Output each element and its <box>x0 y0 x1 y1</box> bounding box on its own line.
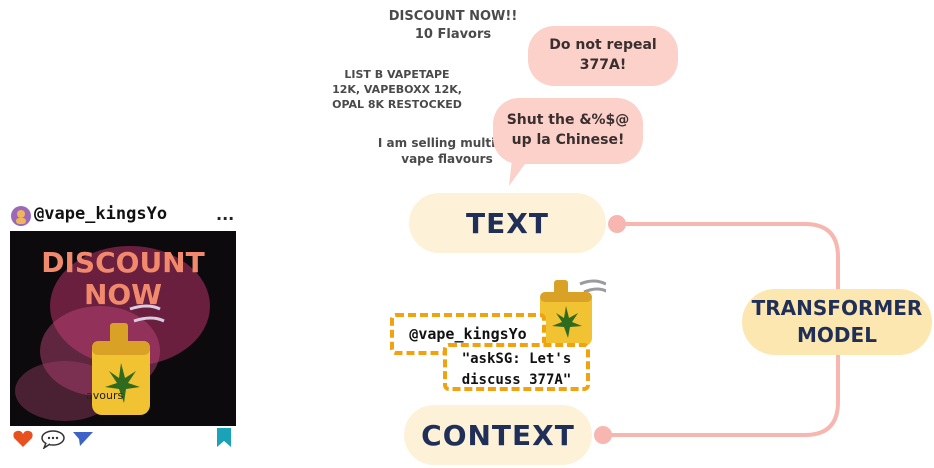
shut-bubble-tail <box>509 150 535 186</box>
post-image: DISCOUNT NOW avours <box>10 231 236 426</box>
shut-bubble-line2: up la Chinese! <box>511 132 625 148</box>
list-caption-line2: 12K, VAPEBOXX 12K, <box>332 82 462 96</box>
heart-icon[interactable] <box>12 430 34 448</box>
post-actions <box>10 428 238 450</box>
selling-caption: I am selling multiple vape flavours <box>372 135 522 167</box>
context-quote-box: "askSG: Let's discuss 377A" <box>443 343 590 391</box>
comment-icon[interactable] <box>40 429 66 449</box>
transformer-model-node: TRANSFORMER MODEL <box>742 289 932 355</box>
more-dots-icon[interactable]: ... <box>216 205 235 224</box>
leaf-icon <box>105 363 140 403</box>
list-caption-line1: LIST B VAPETAPE <box>344 68 450 81</box>
shut-bubble-line1: Shut the &%$@ <box>506 112 630 129</box>
list-caption: LIST B VAPETAPE 12K, VAPEBOXX 12K, OPAL … <box>318 68 476 113</box>
context-node: CONTEXT <box>404 405 592 465</box>
bookmark-icon[interactable] <box>216 428 232 448</box>
selling-caption-line1: I am selling multiple <box>377 136 517 150</box>
post-username[interactable]: @vape_kingsYo <box>34 204 168 224</box>
repeal-bubble-line1: Do not repeal <box>549 37 657 54</box>
vape-device-small-icon <box>540 279 606 346</box>
vape-device-icon <box>92 323 150 415</box>
post-image-title-line2: NOW <box>83 278 163 312</box>
text-node: TEXT <box>409 193 606 253</box>
post-image-title: DISCOUNT NOW <box>10 246 236 312</box>
transformer-node-line2: MODEL <box>797 323 877 347</box>
context-quote-line2: discuss 377A" <box>461 372 572 388</box>
discount-caption-line1: DISCOUNT NOW!! <box>388 9 518 24</box>
discount-caption-line2: 10 Flavors <box>414 26 492 42</box>
post-image-title-line1: DISCOUNT <box>41 246 205 279</box>
post-header: @vape_kingsYo ... <box>8 203 240 229</box>
text-node-label: TEXT <box>466 206 549 240</box>
transformer-node-line1: TRANSFORMER <box>751 296 923 320</box>
repeal-bubble: Do not repeal 377A! <box>528 26 678 86</box>
context-username: @vape_kingsYo <box>409 325 527 343</box>
context-quote-line1: "askSG: Let's <box>461 351 572 367</box>
repeal-bubble-line2: 377A! <box>579 57 627 73</box>
user-avatar-icon[interactable] <box>10 205 32 227</box>
context-node-label: CONTEXT <box>421 418 575 452</box>
post-image-caption: avours <box>86 389 124 402</box>
share-icon[interactable] <box>72 430 94 448</box>
list-caption-line3: OPAL 8K RESTOCKED <box>332 97 462 111</box>
selling-caption-line2: vape flavours <box>401 152 493 167</box>
discount-caption: DISCOUNT NOW!! 10 Flavors <box>360 8 546 43</box>
